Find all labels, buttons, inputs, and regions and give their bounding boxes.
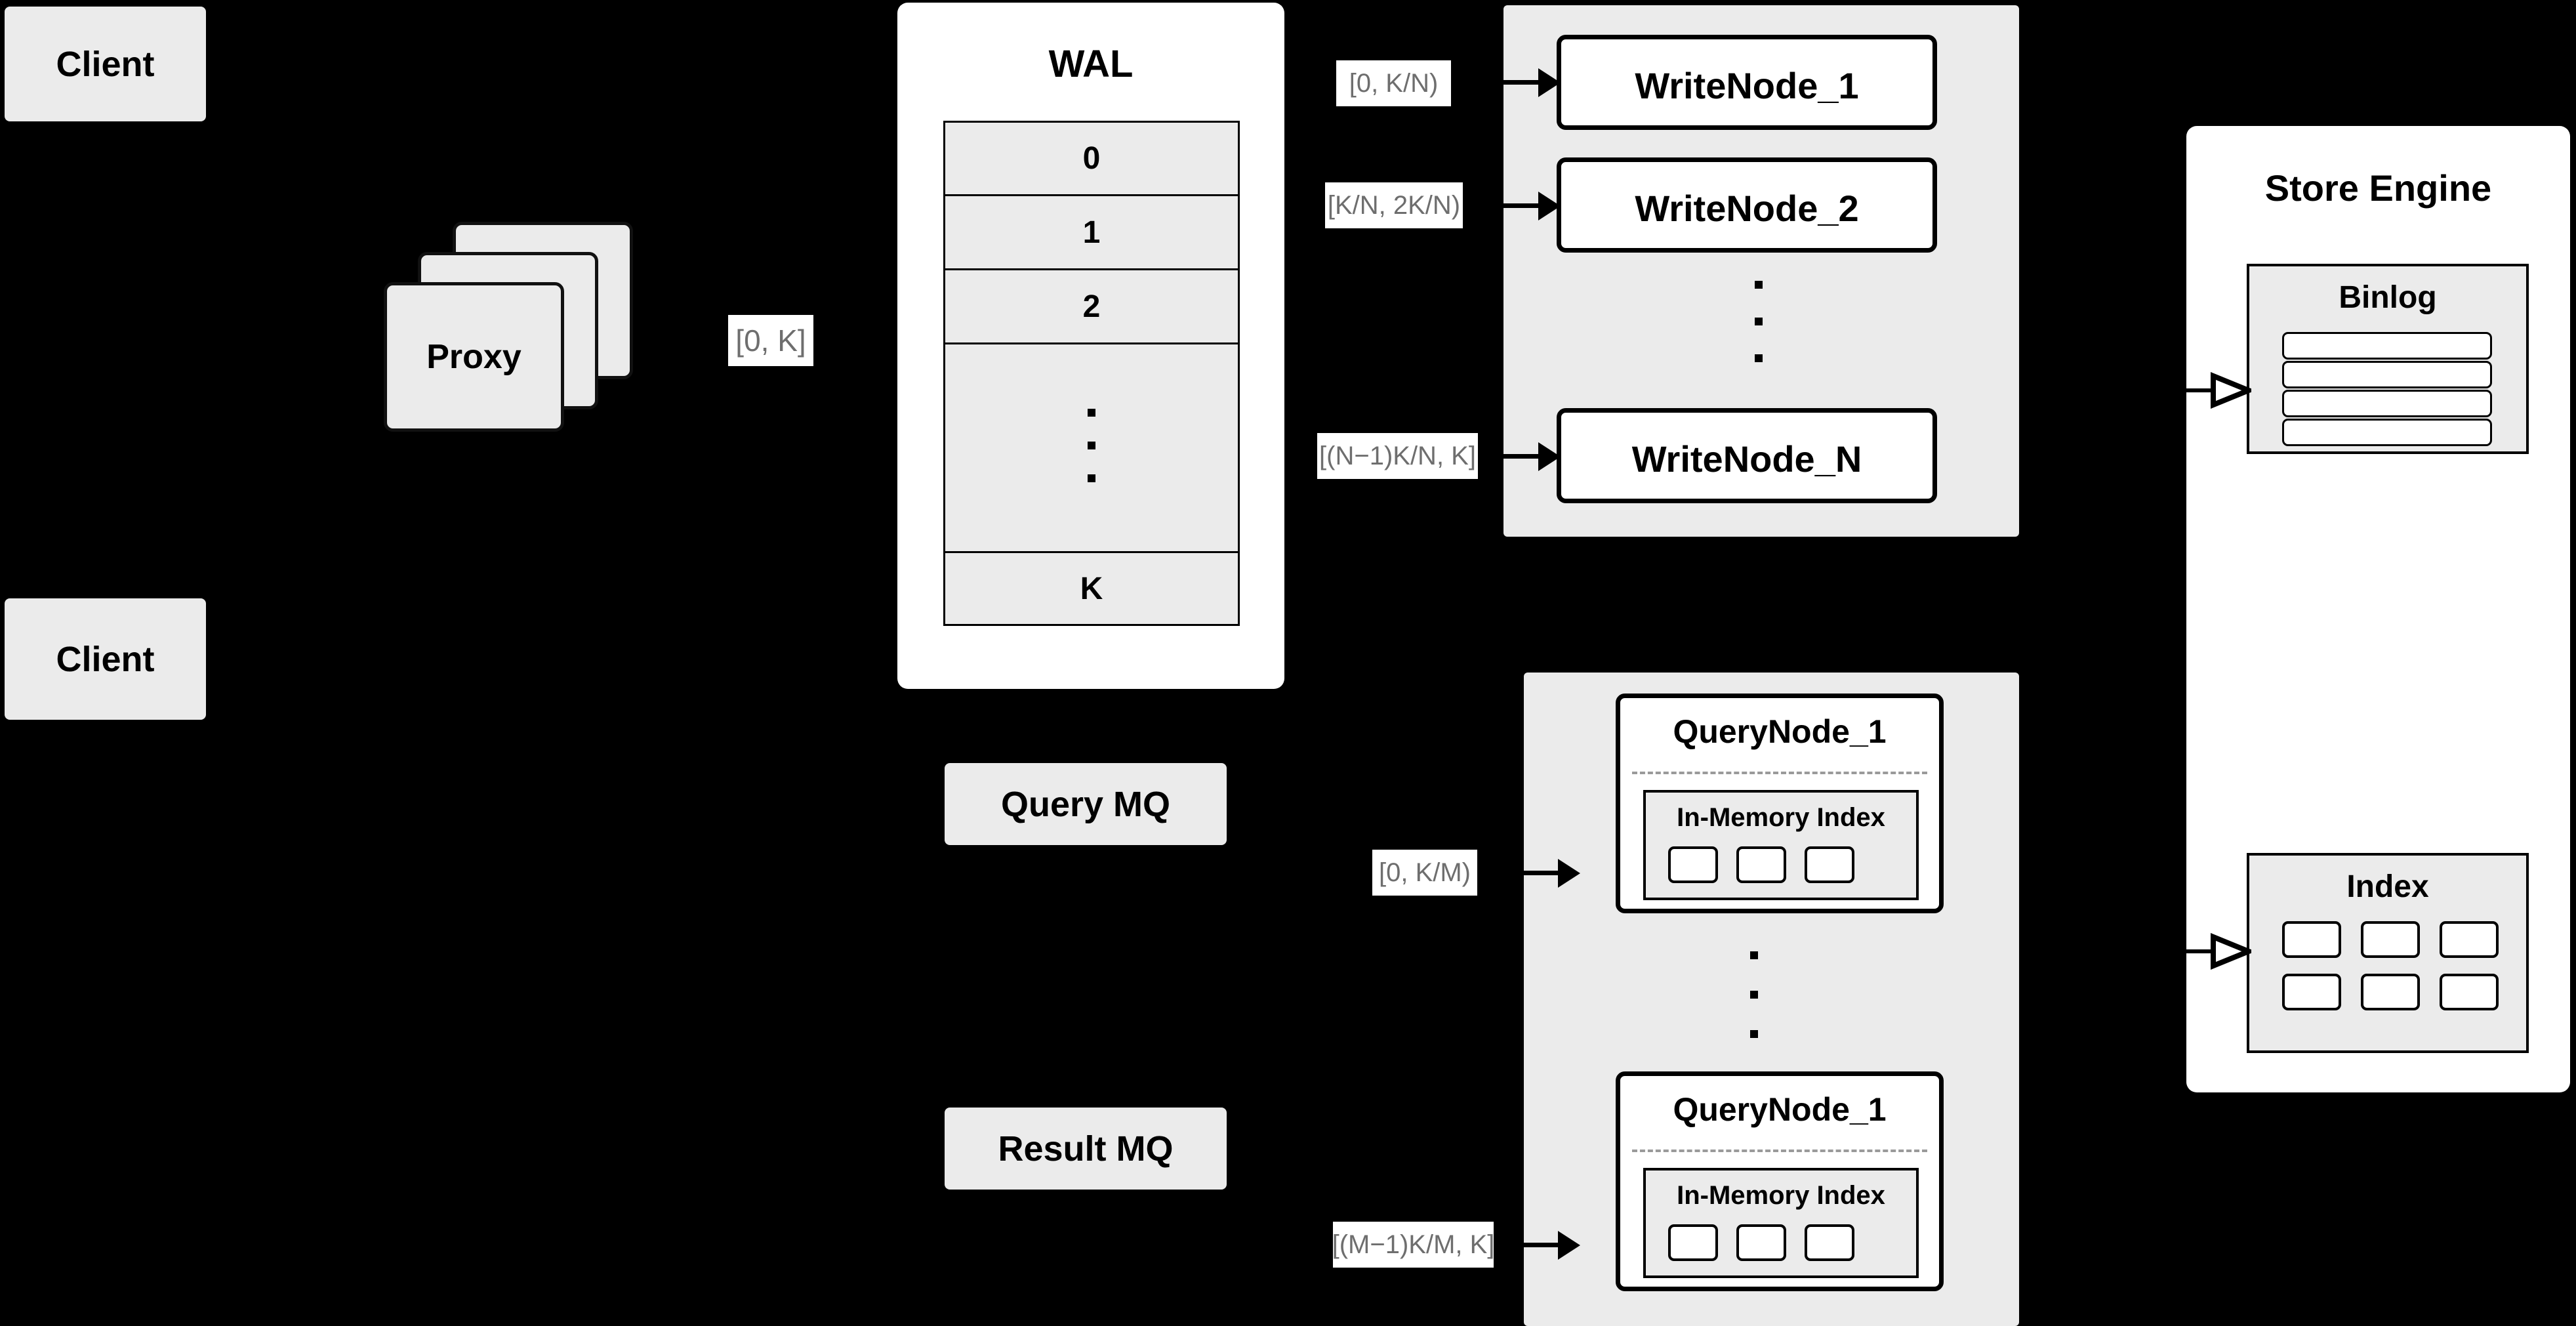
index-cell-1[interactable] [2282,921,2341,958]
write-node-n-label: WriteNode_N [1631,438,1862,480]
write-node-n[interactable]: WriteNode_N [1557,408,1937,503]
binlog-row-2[interactable] [2282,361,2492,388]
query-node-m-arrow-head [1558,1231,1580,1260]
query-node-m-arrow-line [1494,1243,1566,1247]
wal-cell-ellipsis [945,344,1238,553]
query-node-1-index-segment-1[interactable] [1668,846,1718,883]
write-node-1-range: [0, K/N) [1336,60,1451,106]
wal-title: WAL [1048,43,1134,85]
binlog-row-1[interactable] [2282,332,2492,360]
write-node-2-label: WriteNode_2 [1635,188,1859,229]
index-cell-4[interactable] [2282,974,2341,1010]
client-label-2: Client [56,639,155,679]
query-node-m-label: QueryNode_1 [1673,1091,1887,1128]
query-mq-box[interactable]: Query MQ [945,763,1227,845]
index-cell-6[interactable] [2440,974,2499,1010]
proxy-to-wal-line [653,341,679,344]
proxy-label: Proxy [426,338,521,376]
write-cluster-ellipsis-dot-3 [1755,354,1763,362]
proxy-range-label: [0, K] [728,315,813,366]
wal-ellipsis-dot-3 [1088,474,1095,482]
binlog-arrow-head-icon [2211,372,2251,409]
client-box-1[interactable]: Client [5,7,206,121]
write-node-2-arrow-line [1463,203,1546,208]
wal-ellipsis-dot-1 [1088,409,1095,417]
write-node-2-range: [K/N, 2K/N) [1325,182,1463,228]
binlog-row-3[interactable] [2282,390,2492,417]
query-cluster-ellipsis-dot-3 [1750,1030,1758,1038]
index-cell-3[interactable] [2440,921,2499,958]
binlog-row-4[interactable] [2282,419,2492,446]
query-node-m-inmemory-index-title: In-Memory Index [1677,1181,1885,1210]
write-node-n-arrow-line [1478,454,1546,459]
wal-entry-table: 0 1 2 K [943,121,1240,626]
index-cell-5[interactable] [2361,974,2420,1010]
write-node-n-arrow-head [1538,442,1561,471]
query-node-1-divider [1632,772,1927,774]
wal-panel: WAL 0 1 2 K [897,3,1284,689]
client-box-2[interactable]: Client [5,598,206,720]
query-node-m-index-segment-1[interactable] [1668,1224,1718,1261]
write-cluster-ellipsis-dot-1 [1755,281,1763,289]
binlog-title: Binlog [2339,280,2437,315]
index-arrow-line [2186,949,2213,953]
write-node-2[interactable]: WriteNode_2 [1557,157,1937,253]
index-cell-2[interactable] [2361,921,2420,958]
query-node-m-index-segment-2[interactable] [1736,1224,1786,1261]
query-node-1-index-segment-3[interactable] [1805,846,1854,883]
query-node-1-label: QueryNode_1 [1673,713,1887,750]
query-node-m-range: [(M−1)K/M, K] [1332,1222,1494,1268]
query-node-m[interactable]: QueryNode_1 In-Memory Index [1616,1071,1944,1291]
write-node-1[interactable]: WriteNode_1 [1557,35,1937,130]
wal-cell-0[interactable]: 0 [945,123,1238,196]
query-node-1-inmemory-index: In-Memory Index [1643,790,1919,900]
index-title: Index [2346,869,2429,904]
result-mq-box[interactable]: Result MQ [945,1108,1227,1190]
query-node-m-inmemory-index: In-Memory Index [1643,1168,1919,1278]
write-node-1-label: WriteNode_1 [1635,65,1859,106]
wal-cell-2[interactable]: 2 [945,270,1238,344]
proxy-stack[interactable]: Proxy [384,217,653,432]
query-node-1-inmemory-index-title: In-Memory Index [1677,803,1885,832]
query-node-1-range: [0, K/M) [1372,850,1477,896]
query-node-m-index-segment-3[interactable] [1805,1224,1854,1261]
query-node-1-arrow-line [1477,871,1566,875]
result-mq-label: Result MQ [998,1129,1174,1169]
write-cluster-ellipsis-dot-2 [1755,318,1763,325]
proxy-card-front[interactable]: Proxy [384,282,564,432]
index-arrow-head-icon [2211,933,2251,970]
write-node-1-arrow-head [1538,68,1561,97]
client-label-1: Client [56,44,155,84]
query-node-1-arrow-head [1558,859,1580,888]
binlog-box: Binlog [2247,264,2529,454]
query-node-1-index-segment-2[interactable] [1736,846,1786,883]
write-node-n-range: [(N−1)K/N, K] [1317,433,1478,479]
wal-cell-1[interactable]: 1 [945,196,1238,270]
wal-ellipsis-dot-2 [1088,442,1095,449]
query-node-m-divider [1632,1150,1927,1152]
binlog-arrow-line [2186,388,2213,392]
write-node-1-arrow-line [1451,80,1546,85]
write-node-2-arrow-head [1538,192,1561,220]
query-node-cluster: QueryNode_1 In-Memory Index QueryNode_1 … [1524,673,2019,1326]
query-cluster-ellipsis-dot-2 [1750,991,1758,999]
query-cluster-ellipsis-dot-1 [1750,951,1758,959]
write-node-cluster: WriteNode_1 WriteNode_2 WriteNode_N [1503,5,2019,537]
index-box: Index [2247,853,2529,1053]
store-engine-panel: Store Engine Binlog Index [2186,126,2570,1092]
query-mq-label: Query MQ [1000,784,1171,824]
wal-cell-k[interactable]: K [1080,571,1103,606]
store-engine-title: Store Engine [2264,167,2492,209]
query-node-1[interactable]: QueryNode_1 In-Memory Index [1616,694,1944,913]
